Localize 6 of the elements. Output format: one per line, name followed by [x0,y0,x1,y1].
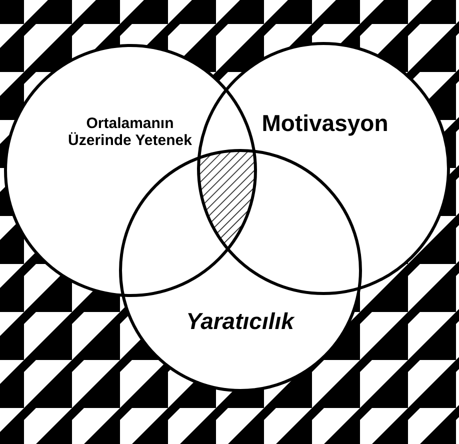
venn-circle [118,148,362,392]
circle-label: Ortalamanın Üzerinde Yetenek [67,115,193,150]
circle-label: Yaratıcılık [185,308,296,334]
circle-label: Motivasyon [260,110,390,136]
venn-circle [4,44,256,296]
venn-circle [196,42,450,294]
